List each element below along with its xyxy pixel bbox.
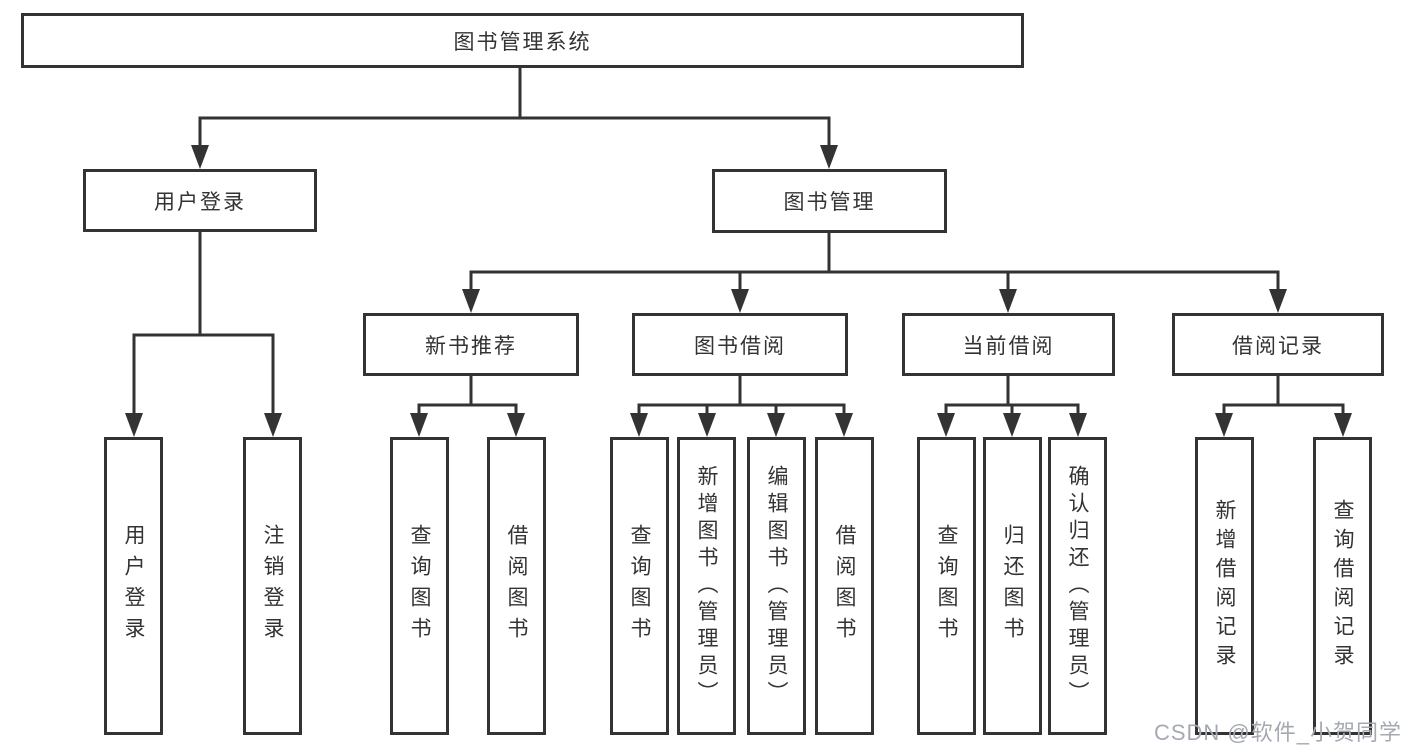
leaf-confirm-return-admin: 确认归还（管理员） [1048, 437, 1107, 735]
leaf-logout-label: 注销登录 [261, 524, 284, 648]
leaf-borrow-book-recommend-label: 借阅图书 [505, 524, 528, 648]
leaf-logout: 注销登录 [243, 437, 302, 735]
leaf-add-borrow-record: 新增借阅记录 [1195, 437, 1254, 735]
leaf-query-borrow-record: 查询借阅记录 [1313, 437, 1372, 735]
leaf-edit-book-admin-label: 编辑图书（管理员） [765, 464, 788, 708]
node-book-borrow: 图书借阅 [632, 313, 848, 376]
leaf-add-book-admin-label: 新增图书（管理员） [695, 464, 718, 708]
leaf-query-book-borrow: 查询图书 [610, 437, 669, 735]
leaf-borrow-book-recommend: 借阅图书 [487, 437, 546, 735]
node-book-management: 图书管理 [712, 169, 947, 233]
leaf-query-book-current: 查询图书 [917, 437, 976, 735]
node-root-label: 图书管理系统 [453, 30, 592, 54]
leaf-query-book-recommend: 查询图书 [390, 437, 449, 735]
leaf-edit-book-admin: 编辑图书（管理员） [747, 437, 806, 735]
leaf-query-borrow-record-label: 查询借阅记录 [1331, 499, 1354, 673]
leaf-query-book-borrow-label: 查询图书 [628, 524, 651, 648]
node-book-borrow-label: 图书借阅 [694, 334, 786, 358]
node-borrow-record: 借阅记录 [1172, 313, 1384, 376]
leaf-borrow-book: 借阅图书 [815, 437, 874, 735]
leaf-query-book-current-label: 查询图书 [935, 524, 958, 648]
leaf-user-login: 用户登录 [104, 437, 163, 735]
node-borrow-record-label: 借阅记录 [1232, 334, 1324, 358]
node-current-borrow-label: 当前借阅 [962, 334, 1055, 358]
csdn-watermark: CSDN @软件_小贺同学 [1153, 720, 1402, 745]
node-new-book-recommend: 新书推荐 [363, 313, 579, 376]
node-root: 图书管理系统 [21, 13, 1024, 68]
node-new-book-recommend-label: 新书推荐 [425, 334, 517, 358]
leaf-query-book-recommend-label: 查询图书 [408, 524, 431, 648]
leaf-add-borrow-record-label: 新增借阅记录 [1213, 499, 1236, 673]
node-book-management-label: 图书管理 [783, 191, 876, 214]
leaf-user-login-label: 用户登录 [122, 524, 145, 648]
leaf-confirm-return-admin-label: 确认归还（管理员） [1066, 464, 1089, 708]
node-current-borrow: 当前借阅 [902, 313, 1115, 376]
leaf-add-book-admin: 新增图书（管理员） [677, 437, 736, 735]
leaf-borrow-book-label: 借阅图书 [833, 524, 856, 648]
leaf-return-book: 归还图书 [983, 437, 1042, 735]
node-user-login-label: 用户登录 [154, 190, 246, 214]
node-user-login: 用户登录 [83, 169, 317, 232]
leaf-return-book-label: 归还图书 [1001, 524, 1024, 648]
